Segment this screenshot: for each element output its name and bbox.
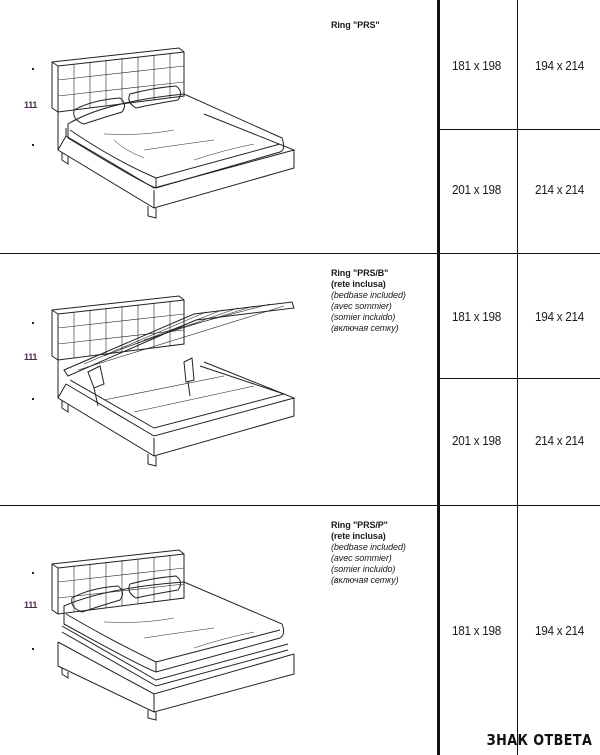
mattress-size: 181 x 198 <box>452 58 501 73</box>
mattress-size: 181 x 198 <box>452 309 501 324</box>
mattress-size: 201 x 198 <box>452 433 501 448</box>
model-note: (bedbase included) <box>331 290 406 300</box>
dimension-tick <box>32 144 34 146</box>
dimension-tick <box>32 322 34 324</box>
model-note: (somier incluido) <box>331 312 396 322</box>
model-note: (bedbase included) <box>331 542 406 552</box>
model-name: Ring "PRS/B" <box>331 268 389 278</box>
row-divider <box>0 253 600 254</box>
model-note: (rete inclusa) <box>331 531 386 541</box>
mattress-size: 201 x 198 <box>452 182 501 197</box>
bed-pullout-illustration <box>51 549 295 721</box>
dimension-tick <box>32 648 34 650</box>
model-note: (avec sommier) <box>331 553 392 563</box>
overall-size: 194 x 214 <box>535 58 584 73</box>
height-label: 111 <box>24 352 38 362</box>
dimension-tick <box>32 68 34 70</box>
column-divider <box>517 0 518 755</box>
dimension-tick <box>32 572 34 574</box>
overall-size: 214 x 214 <box>535 433 584 448</box>
model-description: Ring "PRS" <box>331 20 380 31</box>
model-note: (rete inclusa) <box>331 279 386 289</box>
bed-headboard-illustration <box>51 47 296 219</box>
model-note: (avec sommier) <box>331 301 392 311</box>
model-description: Ring "PRS/P" (rete inclusa) (bedbase inc… <box>331 520 406 586</box>
height-label: 111 <box>24 600 38 610</box>
watermark-text: ЗНАК ОТВЕТА <box>486 731 592 749</box>
row-divider <box>0 505 600 506</box>
overall-size: 194 x 214 <box>535 623 584 638</box>
mattress-size: 181 x 198 <box>452 623 501 638</box>
model-name: Ring "PRS" <box>331 20 380 30</box>
cell-divider <box>437 129 600 130</box>
model-note: (somier incluido) <box>331 564 396 574</box>
height-label: 111 <box>24 100 38 110</box>
model-note: (включая сетку) <box>331 575 399 585</box>
cell-divider <box>437 378 600 379</box>
model-name: Ring "PRS/P" <box>331 520 388 530</box>
overall-size: 194 x 214 <box>535 309 584 324</box>
dimension-tick <box>32 398 34 400</box>
model-description: Ring "PRS/B" (rete inclusa) (bedbase inc… <box>331 268 406 334</box>
overall-size: 214 x 214 <box>535 182 584 197</box>
bed-storage-open-illustration <box>51 295 296 467</box>
column-divider <box>437 0 440 755</box>
model-note: (включая сетку) <box>331 323 399 333</box>
